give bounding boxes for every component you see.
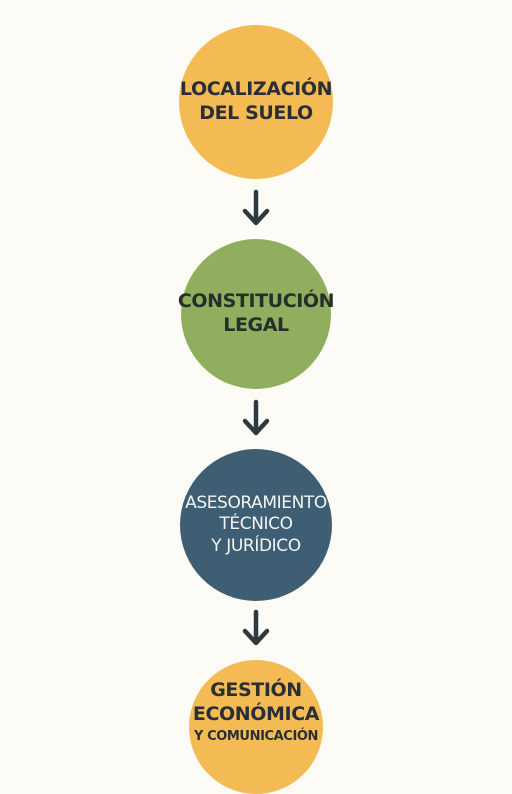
step-3-label-line-3: Y JURÍDICO — [211, 535, 301, 556]
step-asesoramiento-tecnico-juridico: ASESORAMIENTO TÉCNICO Y JURÍDICO — [180, 449, 332, 601]
step-gestion-economica-comunicacion: GESTIÓN ECONÓMICA Y COMUNICACIÓN — [189, 660, 323, 794]
step-4-label: GESTIÓN ECONÓMICA Y COMUNICACIÓN — [192, 679, 320, 745]
step-1-label-line-1: LOCALIZACIÓN — [179, 78, 333, 101]
step-1-label-line-2: DEL SUELO — [199, 102, 313, 124]
step-4-label-line-1: GESTIÓN — [210, 679, 302, 702]
arrow-down-icon — [242, 189, 270, 226]
step-constitucion-legal: CONSTITUCIÓN LEGAL — [177, 239, 335, 389]
arrow-down-icon — [242, 399, 270, 436]
step-2-label-line-1: CONSTITUCIÓN — [177, 290, 335, 313]
step-4-label-line-3: Y COMUNICACIÓN — [193, 728, 319, 744]
step-3-label-line-2: TÉCNICO — [219, 514, 293, 535]
step-4-label-line-2: ECONÓMICA — [192, 702, 320, 725]
step-localizacion-del-suelo: LOCALIZACIÓN DEL SUELO — [179, 25, 333, 179]
step-3-label-line-1: ASESORAMIENTO — [185, 493, 327, 514]
step-2-label-line-2: LEGAL — [223, 314, 289, 336]
process-flow-diagram: LOCALIZACIÓN DEL SUELO CONSTITUCIÓN LEGA… — [177, 25, 335, 794]
arrow-down-icon — [242, 609, 270, 646]
